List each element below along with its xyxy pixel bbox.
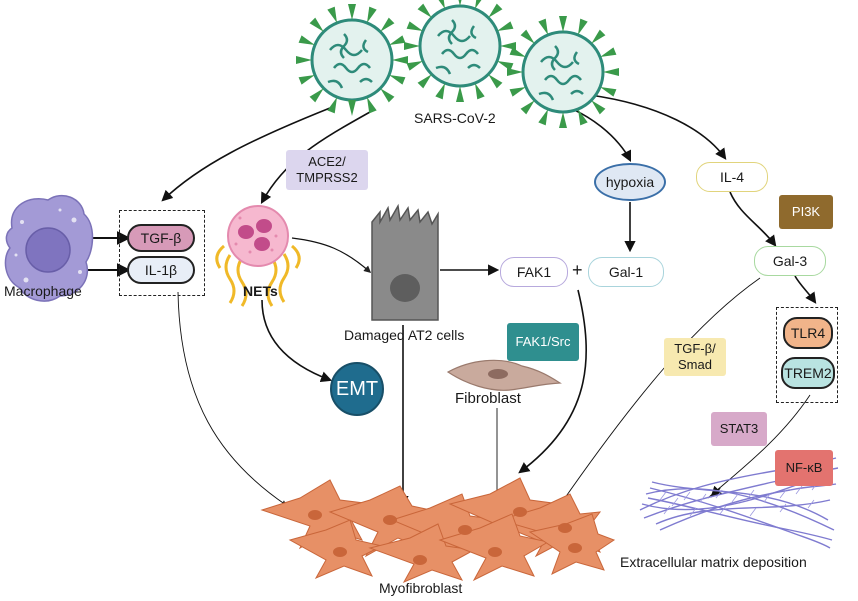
il1b-label: IL-1β xyxy=(144,262,178,278)
damaged-at2-label: Damaged AT2 cells xyxy=(344,327,465,343)
arrow-fak1-gal1-to-myofibroblast xyxy=(518,289,587,474)
arrow-gal3-to-myofibroblast xyxy=(559,277,761,506)
tlr4-label: TLR4 xyxy=(790,325,826,341)
arrow-virus-to-cytokines xyxy=(161,107,331,202)
arrow-cytokines-to-myofibroblast xyxy=(177,291,287,506)
gal1-node: Gal-1 xyxy=(588,257,664,287)
fak1-node: FAK1 xyxy=(500,257,568,287)
ecm-label: Extracellular matrix deposition xyxy=(620,554,807,570)
gal1-label: Gal-1 xyxy=(608,264,644,280)
myofibroblast-icon xyxy=(260,477,616,584)
fak1-label: FAK1 xyxy=(516,264,552,280)
arrows xyxy=(88,94,817,508)
plus-sign: + xyxy=(572,260,583,280)
il4-node: IL-4 xyxy=(696,162,768,192)
trem2-label: TREM2 xyxy=(784,365,832,381)
tgfb-smad-node: TGF-β/ Smad xyxy=(664,338,726,376)
stat3-node: STAT3 xyxy=(711,412,767,446)
hypoxia-node: hypoxia xyxy=(594,163,666,201)
virus-label: SARS-CoV-2 xyxy=(414,110,496,126)
fibroblast-icon xyxy=(446,359,562,391)
nets-label: NETs xyxy=(243,283,278,299)
arrow-nets-to-emt xyxy=(261,299,333,383)
ace2-tmprss2-node: ACE2/ TMPRSS2 xyxy=(286,150,368,190)
nfkb-node: NF-κB xyxy=(775,450,833,486)
pi3k-node: PI3K xyxy=(779,195,833,229)
arrow-nfkb-to-ecm xyxy=(710,485,723,498)
macrophage-icon xyxy=(4,194,94,302)
ace2-label: ACE2/ TMPRSS2 xyxy=(296,154,358,185)
stat3-label: STAT3 xyxy=(719,421,759,436)
hypoxia-label: hypoxia xyxy=(605,174,655,190)
ecm-fiber-icon xyxy=(639,457,839,549)
neutrophil-icon xyxy=(215,205,301,307)
arrow-neutrophil-to-at2 xyxy=(291,237,372,273)
cytokine-group-box xyxy=(119,210,205,296)
at2-cell-icon xyxy=(371,203,439,321)
emt-node: EMT xyxy=(330,362,384,416)
fak1-src-label: FAK1/Src xyxy=(515,334,571,349)
tgfb-label: TGF-β xyxy=(140,230,182,246)
fak1-src-node: FAK1/Src xyxy=(507,323,579,361)
tlr4-node: TLR4 xyxy=(783,317,833,349)
il1b-node: IL-1β xyxy=(127,256,195,284)
gal3-node: Gal-3 xyxy=(754,246,826,276)
myofibroblast-label: Myofibroblast xyxy=(379,580,463,596)
tgfb-node: TGF-β xyxy=(127,224,195,252)
arrow-gal3-to-tlr4 xyxy=(794,275,817,304)
arrow-il4-to-gal3 xyxy=(729,191,777,247)
pi3k-label: PI3K xyxy=(791,204,821,219)
macrophage-label: Macrophage xyxy=(4,283,82,299)
nfkb-label: NF-κB xyxy=(785,460,823,475)
trem2-node: TREM2 xyxy=(781,357,835,389)
receptor-group-box xyxy=(776,307,838,403)
il4-label: IL-4 xyxy=(719,169,745,185)
gal3-label: Gal-3 xyxy=(772,253,808,269)
fibroblast-label: Fibroblast xyxy=(455,390,521,407)
tgfb-smad-label: TGF-β/ Smad xyxy=(674,341,716,372)
arrow-virus-to-il4 xyxy=(589,94,727,160)
virus-icon xyxy=(296,0,619,128)
emt-label: EMT xyxy=(335,377,379,400)
